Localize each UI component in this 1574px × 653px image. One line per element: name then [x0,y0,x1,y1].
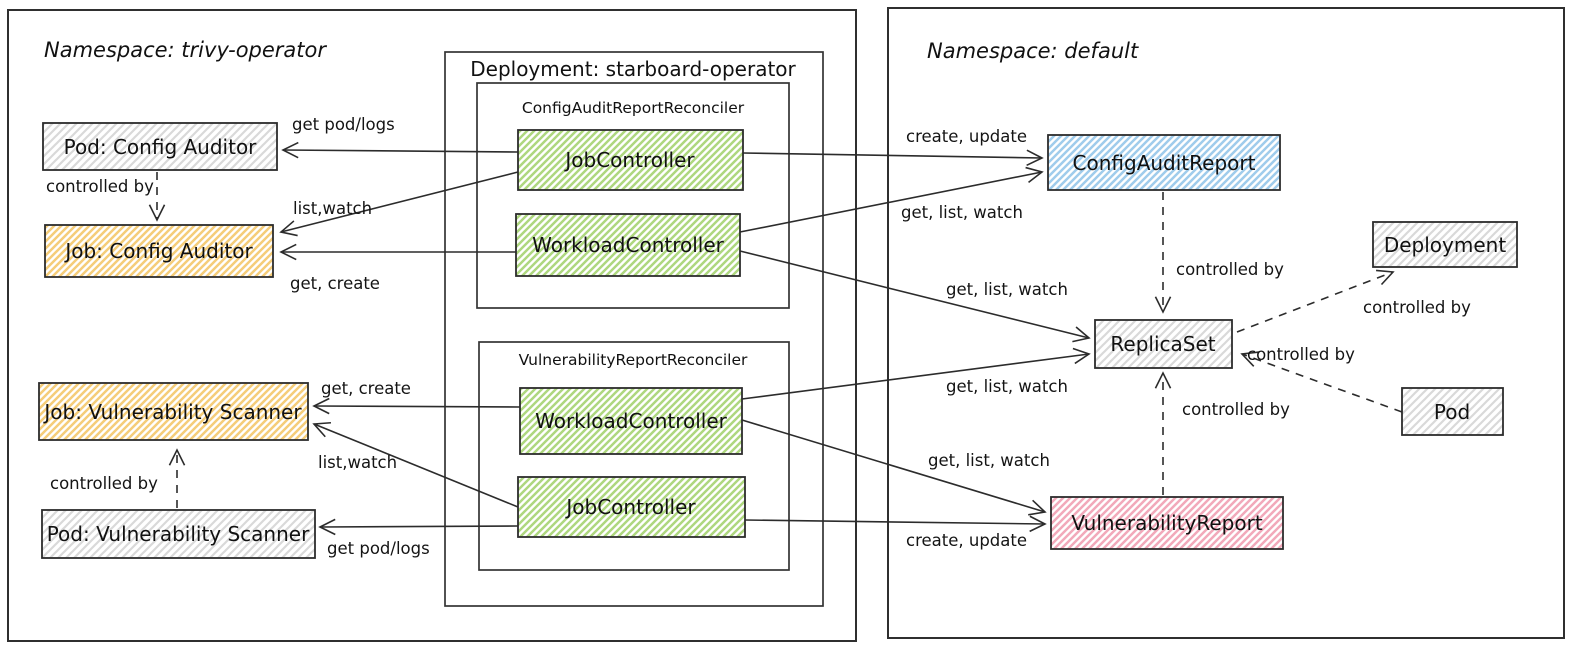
arrow-configauditreport-controlledby-replicaset-head [1154,296,1172,314]
node-job-config-auditor: Job: Config Auditor [44,224,274,278]
arrow-jobctrl-to-job-vuln-listwatch-head [312,421,332,438]
edge-label-get-pod-logs-config: get pod/logs [292,115,395,134]
arrow-pod-controlledby-replicaset-head [1240,351,1259,367]
arrow-podvuln-controlledby-jobvuln-head [168,448,186,466]
node-pod-vulnerability-scanner: Pod: Vulnerability Scanner [41,509,316,559]
node-vulnerability-report: VulnerabilityReport [1050,496,1284,550]
arrow-jobctrl-to-pod-config [282,149,519,153]
arrow-jobctrl-to-job-config-listwatch-head [279,220,298,237]
node-replica-set: ReplicaSet [1094,319,1233,369]
deployment-starboard-operator-box [444,51,824,607]
arrow-vulnreport-controlledby-replicaset-head [1154,371,1172,389]
edge-label-controlled-by-rs-deployment: controlled by [1363,298,1471,317]
svg-text:JobController: JobController [563,148,695,172]
config-reconciler-title: ConfigAuditReportReconciler [522,99,745,117]
edge-label-get-pod-logs-vuln: get pod/logs [327,539,430,558]
arrow-workloadctrl-vuln-to-replicaset-head [1072,347,1091,365]
edge-label-controlled-by-pod-rs: controlled by [1247,345,1355,364]
edge-label-controlled-by-config-left: controlled by [46,177,154,196]
arrow-workloadctrl-to-configauditreport-head [1025,166,1044,184]
arrow-workloadctrl-config-to-replicaset-head [1072,326,1091,343]
arrow-workloadctrl-config-to-replicaset [739,250,1090,339]
arrow-jobctrl-to-job-vuln-listwatch [313,423,519,508]
arrow-jobctrl-to-pod-config-head [281,141,299,159]
edge-label-get-list-watch-rs-config: get, list, watch [946,280,1068,299]
svg-text:Pod: Config Auditor: Pod: Config Auditor [64,135,258,159]
arrow-replicaset-controlledby-deployment-head [1375,269,1395,286]
edge-label-controlled-by-car-rs: controlled by [1176,260,1284,279]
arrow-jobctrl-to-vulnreport-head [1029,515,1047,533]
edge-label-get-list-watch-car: get, list, watch [901,203,1023,222]
edge-label-list-watch-vuln: list,watch [318,453,397,472]
arrow-workloadctrl-to-vulnreport-head [1028,499,1047,516]
arrow-jobctrl-to-pod-vuln [319,525,519,528]
arrow-jobctrl-to-configauditreport-head [1026,149,1044,167]
svg-text:Pod: Vulnerability Scanner: Pod: Vulnerability Scanner [47,522,310,546]
svg-text:Pod: Pod [1434,400,1470,424]
arrow-jobctrl-to-vulnreport [744,519,1046,525]
node-workload-controller-vuln: WorkloadController [519,387,743,455]
arrow-workloadctrl-to-job-vuln-getcreate-head [312,397,330,415]
svg-text:Job: Vulnerability Scanner: Job: Vulnerability Scanner [42,400,302,424]
arrow-workloadctrl-vuln-to-replicaset [741,353,1090,400]
arrow-workloadctrl-to-job-vuln-getcreate [313,405,521,408]
svg-text:JobController: JobController [564,495,696,519]
svg-text:ReplicaSet: ReplicaSet [1110,332,1215,356]
edge-label-create-update-car: create, update [906,127,1027,146]
node-pod: Pod [1401,387,1504,436]
node-workload-controller-config: WorkloadController [515,213,741,277]
svg-text:ConfigAuditReport: ConfigAuditReport [1073,151,1256,175]
namespace-right-title: Namespace: default [927,39,1139,63]
svg-text:VulnerabilityReport: VulnerabilityReport [1071,511,1263,535]
svg-text:WorkloadController: WorkloadController [535,409,728,433]
dashed-arrows [148,172,1403,508]
edge-label-create-update-vr: create, update [906,531,1027,550]
node-job-controller-config: JobController [517,129,744,191]
node-pod-config-auditor: Pod: Config Auditor [42,122,278,171]
edge-labels: get pod/logs list,watch get, create get,… [46,115,1471,558]
node-config-audit-report: ConfigAuditReport [1047,134,1281,191]
arrow-jobctrl-to-job-config-listwatch [280,171,519,233]
arrow-pod-controlledby-replicaset [1241,353,1403,413]
arrow-workloadctrl-to-vulnreport [741,419,1046,513]
solid-arrows [279,141,1091,536]
namespace-default-box [887,7,1565,639]
edge-label-controlled-by-vr-rs: controlled by [1182,400,1290,419]
edge-label-get-list-watch-vr: get, list, watch [928,451,1050,470]
edge-label-get-create-config: get, create [290,274,380,293]
node-job-vulnerability-scanner: Job: Vulnerability Scanner [38,382,309,441]
svg-text:Deployment: Deployment [1384,233,1506,257]
svg-text:WorkloadController: WorkloadController [532,233,725,257]
deployment-box-title: Deployment: starboard-operator [470,57,796,81]
arrow-jobctrl-to-configauditreport [742,152,1043,159]
namespace-left-title: Namespace: trivy-operator [44,38,327,62]
arrow-workloadctrl-to-configauditreport [739,171,1043,233]
edge-label-get-list-watch-rs-vuln: get, list, watch [946,377,1068,396]
node-deployment: Deployment [1372,221,1518,268]
edge-label-list-watch-config: list,watch [293,199,372,218]
edge-label-get-create-vuln: get, create [321,379,411,398]
svg-text:Job: Config Auditor: Job: Config Auditor [63,239,253,263]
arrow-podconfig-controlledby-jobconfig-head [148,204,166,222]
vuln-reconciler-title: VulnerabilityReportReconciler [519,351,748,369]
namespace-trivy-operator-box [7,9,857,642]
arrow-replicaset-controlledby-deployment [1236,271,1394,333]
node-job-controller-vuln: JobController [517,476,746,538]
config-audit-report-reconciler-box [476,82,790,309]
arrow-workloadctrl-to-job-config-getcreate-head [279,243,297,261]
vulnerability-report-reconciler-box [478,341,790,571]
arrow-jobctrl-to-pod-vuln-head [318,518,336,536]
edge-label-controlled-by-vuln-left: controlled by [50,474,158,493]
